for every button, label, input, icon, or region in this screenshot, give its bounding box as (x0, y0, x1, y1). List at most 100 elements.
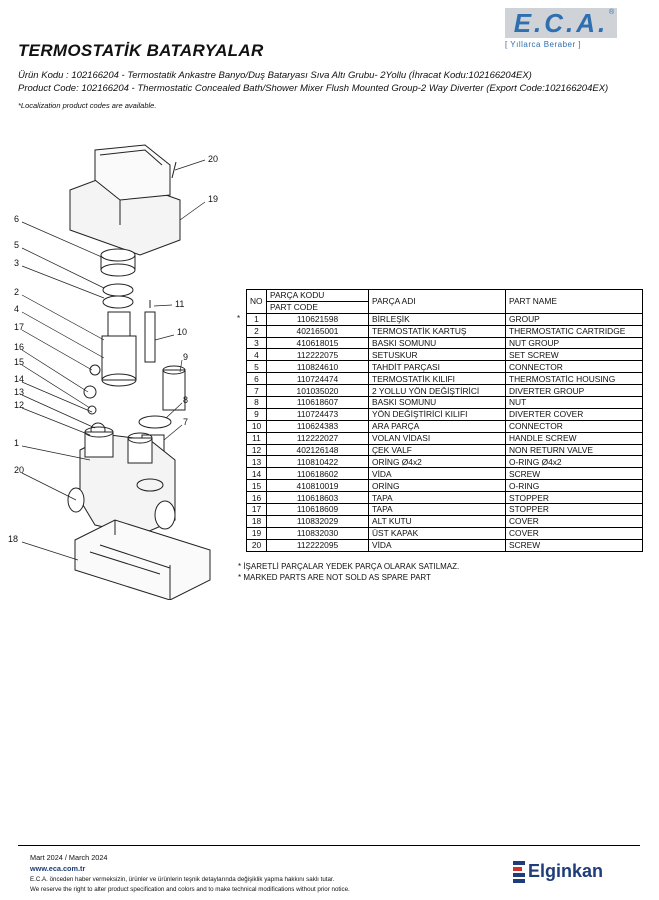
row-part-name-tr: TAHDİT PARÇASI (368, 360, 506, 374)
elginkan-brand: Elginkan (528, 861, 604, 881)
row-part-name-tr: VİDA (368, 538, 506, 552)
callout-label: 20 (14, 465, 24, 475)
row-part-name-tr: BİRLEŞİK (368, 312, 506, 326)
row-no: 6 (246, 372, 267, 386)
row-part-name-en: DIVERTER COVER (505, 407, 643, 421)
row-part-name-en: DIVERTER GROUP (505, 384, 643, 398)
row-no: 8 (246, 396, 267, 409)
row-no: 9 (246, 407, 267, 421)
nut-3 (102, 283, 134, 297)
callout-label: 7 (183, 417, 188, 427)
row-part-name-tr: TERMOSTATİK KARTUŞ (368, 324, 506, 338)
callout-label: 9 (183, 352, 188, 362)
row-no: 14 (246, 467, 267, 481)
row-part-name-tr: ORİNG (368, 479, 506, 493)
header-name-en: PART NAME (505, 289, 643, 314)
callout-label: 12 (14, 400, 24, 410)
upper-cover-part (69, 144, 181, 256)
row-no: 1 (246, 312, 267, 326)
callout-label: 11 (175, 299, 184, 309)
row-part-code: 110618609 (266, 503, 369, 516)
logo-tagline: [ Yıllarca Beraber ] (505, 40, 582, 49)
marked-row-star: * (237, 314, 241, 323)
row-part-name-en: GROUP (505, 312, 643, 326)
row-part-name-en: THERMOSTATİC HOUSING (505, 372, 643, 386)
callout-label: 15 (14, 357, 24, 367)
row-part-name-tr: YÖN DEĞİŞTİRİCİ KILIFI (368, 407, 506, 421)
diverter-cover-9 (162, 369, 186, 411)
row-part-code: 410810019 (266, 479, 369, 493)
header-code-tr: PARÇA KODU (266, 289, 369, 302)
nut-8 (138, 415, 172, 429)
row-part-name-tr: SETUSKUR (368, 348, 506, 362)
row-part-name-tr: TAPA (368, 491, 506, 505)
row-part-code: 110724473 (266, 407, 369, 421)
row-part-name-en: SCREW (505, 467, 643, 481)
callout-label: 8 (183, 395, 188, 405)
row-no: 16 (246, 491, 267, 505)
callout-label: 2 (14, 287, 19, 297)
row-no: 4 (246, 348, 267, 362)
page-title: TERMOSTATİK BATARYALAR (18, 41, 264, 60)
row-part-name-en: CONNECTOR (505, 360, 643, 374)
top-screw-part (171, 161, 177, 179)
row-part-name-en: HANDLE SCREW (505, 431, 643, 445)
header-code-en: PART CODE (266, 300, 369, 314)
callout-label: 19 (208, 194, 218, 204)
footer-disclaimer-en: We reserve the right to alter product sp… (30, 886, 350, 893)
row-part-name-tr: ÇEK VALF (368, 443, 506, 457)
row-part-code: 402165001 (266, 324, 369, 338)
row-part-name-en: O-RING (505, 479, 643, 493)
row-part-name-tr: VOLAN VİDASI (368, 431, 506, 445)
parts-table: NO PARÇA KODU PARÇA ADI PART NAME PART C… (246, 289, 643, 552)
callout-label: 3 (14, 258, 19, 268)
exploded-parts-diagram: 20 19 6 5 3 2 4 17 16 15 14 13 12 1 20 1… (8, 144, 218, 600)
header-name-tr: PARÇA ADI (368, 289, 506, 314)
row-part-code: 110832030 (266, 526, 369, 540)
row-part-name-en: COVER (505, 526, 643, 540)
footnote-en: * MARKED PARTS ARE NOT SOLD AS SPARE PAR… (238, 573, 431, 582)
eca-logo-background (505, 8, 617, 38)
row-part-code: 110618602 (266, 467, 369, 481)
row-no: 18 (246, 514, 267, 528)
row-no: 10 (246, 419, 267, 433)
lower-box-part (74, 519, 211, 600)
callout-label: 1 (14, 438, 19, 448)
callout-label: 17 (14, 322, 24, 332)
footer-disclaimer-tr: E.C.A. önceden haber vermeksizin, ürünle… (30, 876, 335, 883)
row-part-name-en: NUT (505, 396, 643, 409)
callout-label: 14 (14, 374, 24, 384)
row-part-name-tr: ARA PARÇA (368, 419, 506, 433)
row-no: 17 (246, 503, 267, 516)
callout-label: 13 (14, 387, 24, 397)
footnote-tr: * İŞARETLİ PARÇALAR YEDEK PARÇA OLARAK S… (238, 562, 460, 571)
row-part-code: 112222027 (266, 431, 369, 445)
row-no: 20 (246, 538, 267, 552)
footer-url[interactable]: www.eca.com.tr (30, 864, 86, 873)
row-no: 15 (246, 479, 267, 493)
header-no: NO (246, 289, 267, 314)
row-no: 2 (246, 324, 267, 338)
row-part-name-tr: BASKI SOMUNU (368, 396, 506, 409)
row-part-code: 402126148 (266, 443, 369, 457)
row-part-name-tr: ORİNG Ø4x2 (368, 455, 506, 469)
row-part-name-tr: 2 YOLLU YÖN DEĞİŞTİRİCİ (368, 384, 506, 398)
main-body-part (67, 426, 176, 536)
callout-label: 5 (14, 240, 19, 250)
row-part-code: 112222095 (266, 538, 369, 552)
row-part-name-tr: VİDA (368, 467, 506, 481)
row-no: 13 (246, 455, 267, 469)
row-part-code: 110810422 (266, 455, 369, 469)
callout-label: 20 (208, 154, 218, 164)
row-part-code: 110824610 (266, 360, 369, 374)
